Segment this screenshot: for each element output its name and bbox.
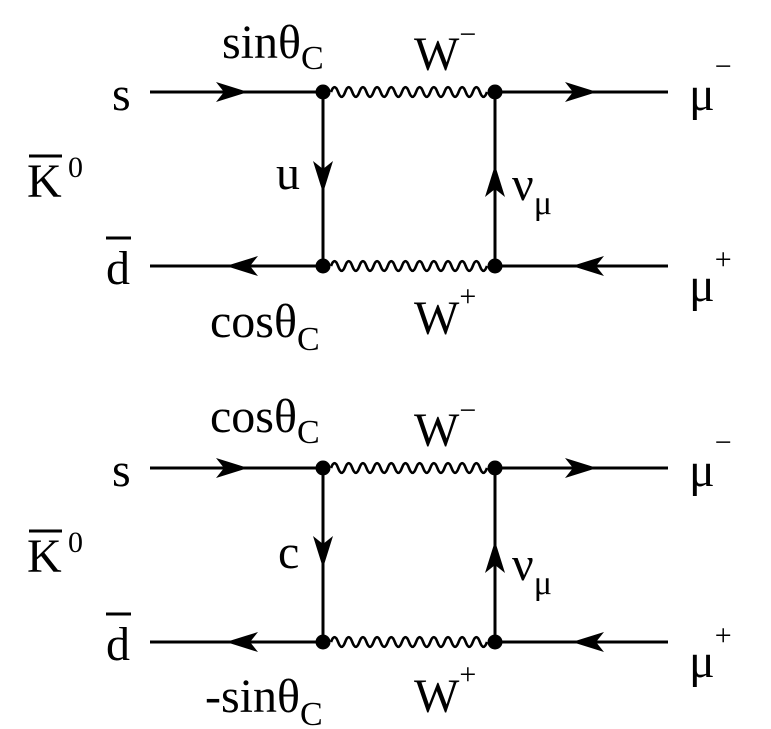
bottom-coupling-label: cosθC bbox=[210, 295, 320, 358]
box-diagram-2: s d K 0 c cosθC -sinθC W− W+ νμ μ− μ+ bbox=[27, 390, 732, 729]
vertex-dot bbox=[315, 84, 331, 100]
arrow-right-icon bbox=[216, 82, 248, 102]
w-minus-label: W− bbox=[414, 18, 476, 81]
s-quark-label: s bbox=[112, 68, 131, 121]
box-diagram-1: s d K 0 u sinθC cosθC W− W+ νμ μ− μ+ bbox=[27, 16, 732, 358]
kaon-superscript: 0 bbox=[68, 526, 83, 559]
arrow-right-icon bbox=[565, 458, 597, 478]
w-plus-boson-line bbox=[329, 635, 489, 649]
arrow-left-icon bbox=[226, 256, 258, 276]
bottom-coupling-label: -sinθC bbox=[205, 670, 323, 729]
d-antiquark-label: d bbox=[106, 242, 130, 295]
kaon-label: K bbox=[27, 155, 62, 208]
w-minus-boson-line bbox=[329, 85, 489, 99]
muon-plus-label: μ+ bbox=[689, 619, 732, 688]
w-minus-boson-line bbox=[329, 461, 489, 475]
s-quark-label: s bbox=[112, 444, 131, 497]
vertex-dot bbox=[315, 258, 331, 274]
neutrino-label: νμ bbox=[512, 538, 552, 602]
top-coupling-label: cosθC bbox=[210, 390, 320, 451]
muon-minus-label: μ− bbox=[689, 50, 732, 121]
top-coupling-label: sinθC bbox=[222, 16, 324, 77]
w-plus-label: W+ bbox=[414, 280, 476, 345]
vertex-dot bbox=[487, 258, 503, 274]
arrow-right-icon bbox=[565, 82, 597, 102]
internal-quark-label: c bbox=[278, 526, 299, 579]
w-plus-boson-line bbox=[329, 259, 489, 273]
arrow-left-icon bbox=[572, 632, 604, 652]
w-plus-label: W+ bbox=[414, 658, 476, 723]
muon-plus-label: μ+ bbox=[689, 243, 732, 312]
arrow-up-icon bbox=[485, 541, 505, 573]
arrow-down-icon bbox=[313, 536, 333, 568]
arrow-up-icon bbox=[485, 165, 505, 197]
vertex-dot bbox=[487, 460, 503, 476]
vertex-dot bbox=[315, 634, 331, 650]
w-minus-label: W− bbox=[414, 394, 476, 457]
d-antiquark-label: d bbox=[106, 618, 130, 671]
vertex-dot bbox=[487, 84, 503, 100]
vertex-dot bbox=[487, 634, 503, 650]
vertex-dot bbox=[315, 460, 331, 476]
arrow-left-icon bbox=[226, 632, 258, 652]
internal-quark-label: u bbox=[276, 147, 300, 200]
arrow-down-icon bbox=[313, 161, 333, 193]
kaon-superscript: 0 bbox=[68, 151, 83, 184]
muon-minus-label: μ− bbox=[689, 426, 732, 497]
arrow-left-icon bbox=[572, 256, 604, 276]
kaon-label: K bbox=[27, 530, 62, 583]
neutrino-label: νμ bbox=[512, 158, 552, 222]
arrow-right-icon bbox=[216, 458, 248, 478]
